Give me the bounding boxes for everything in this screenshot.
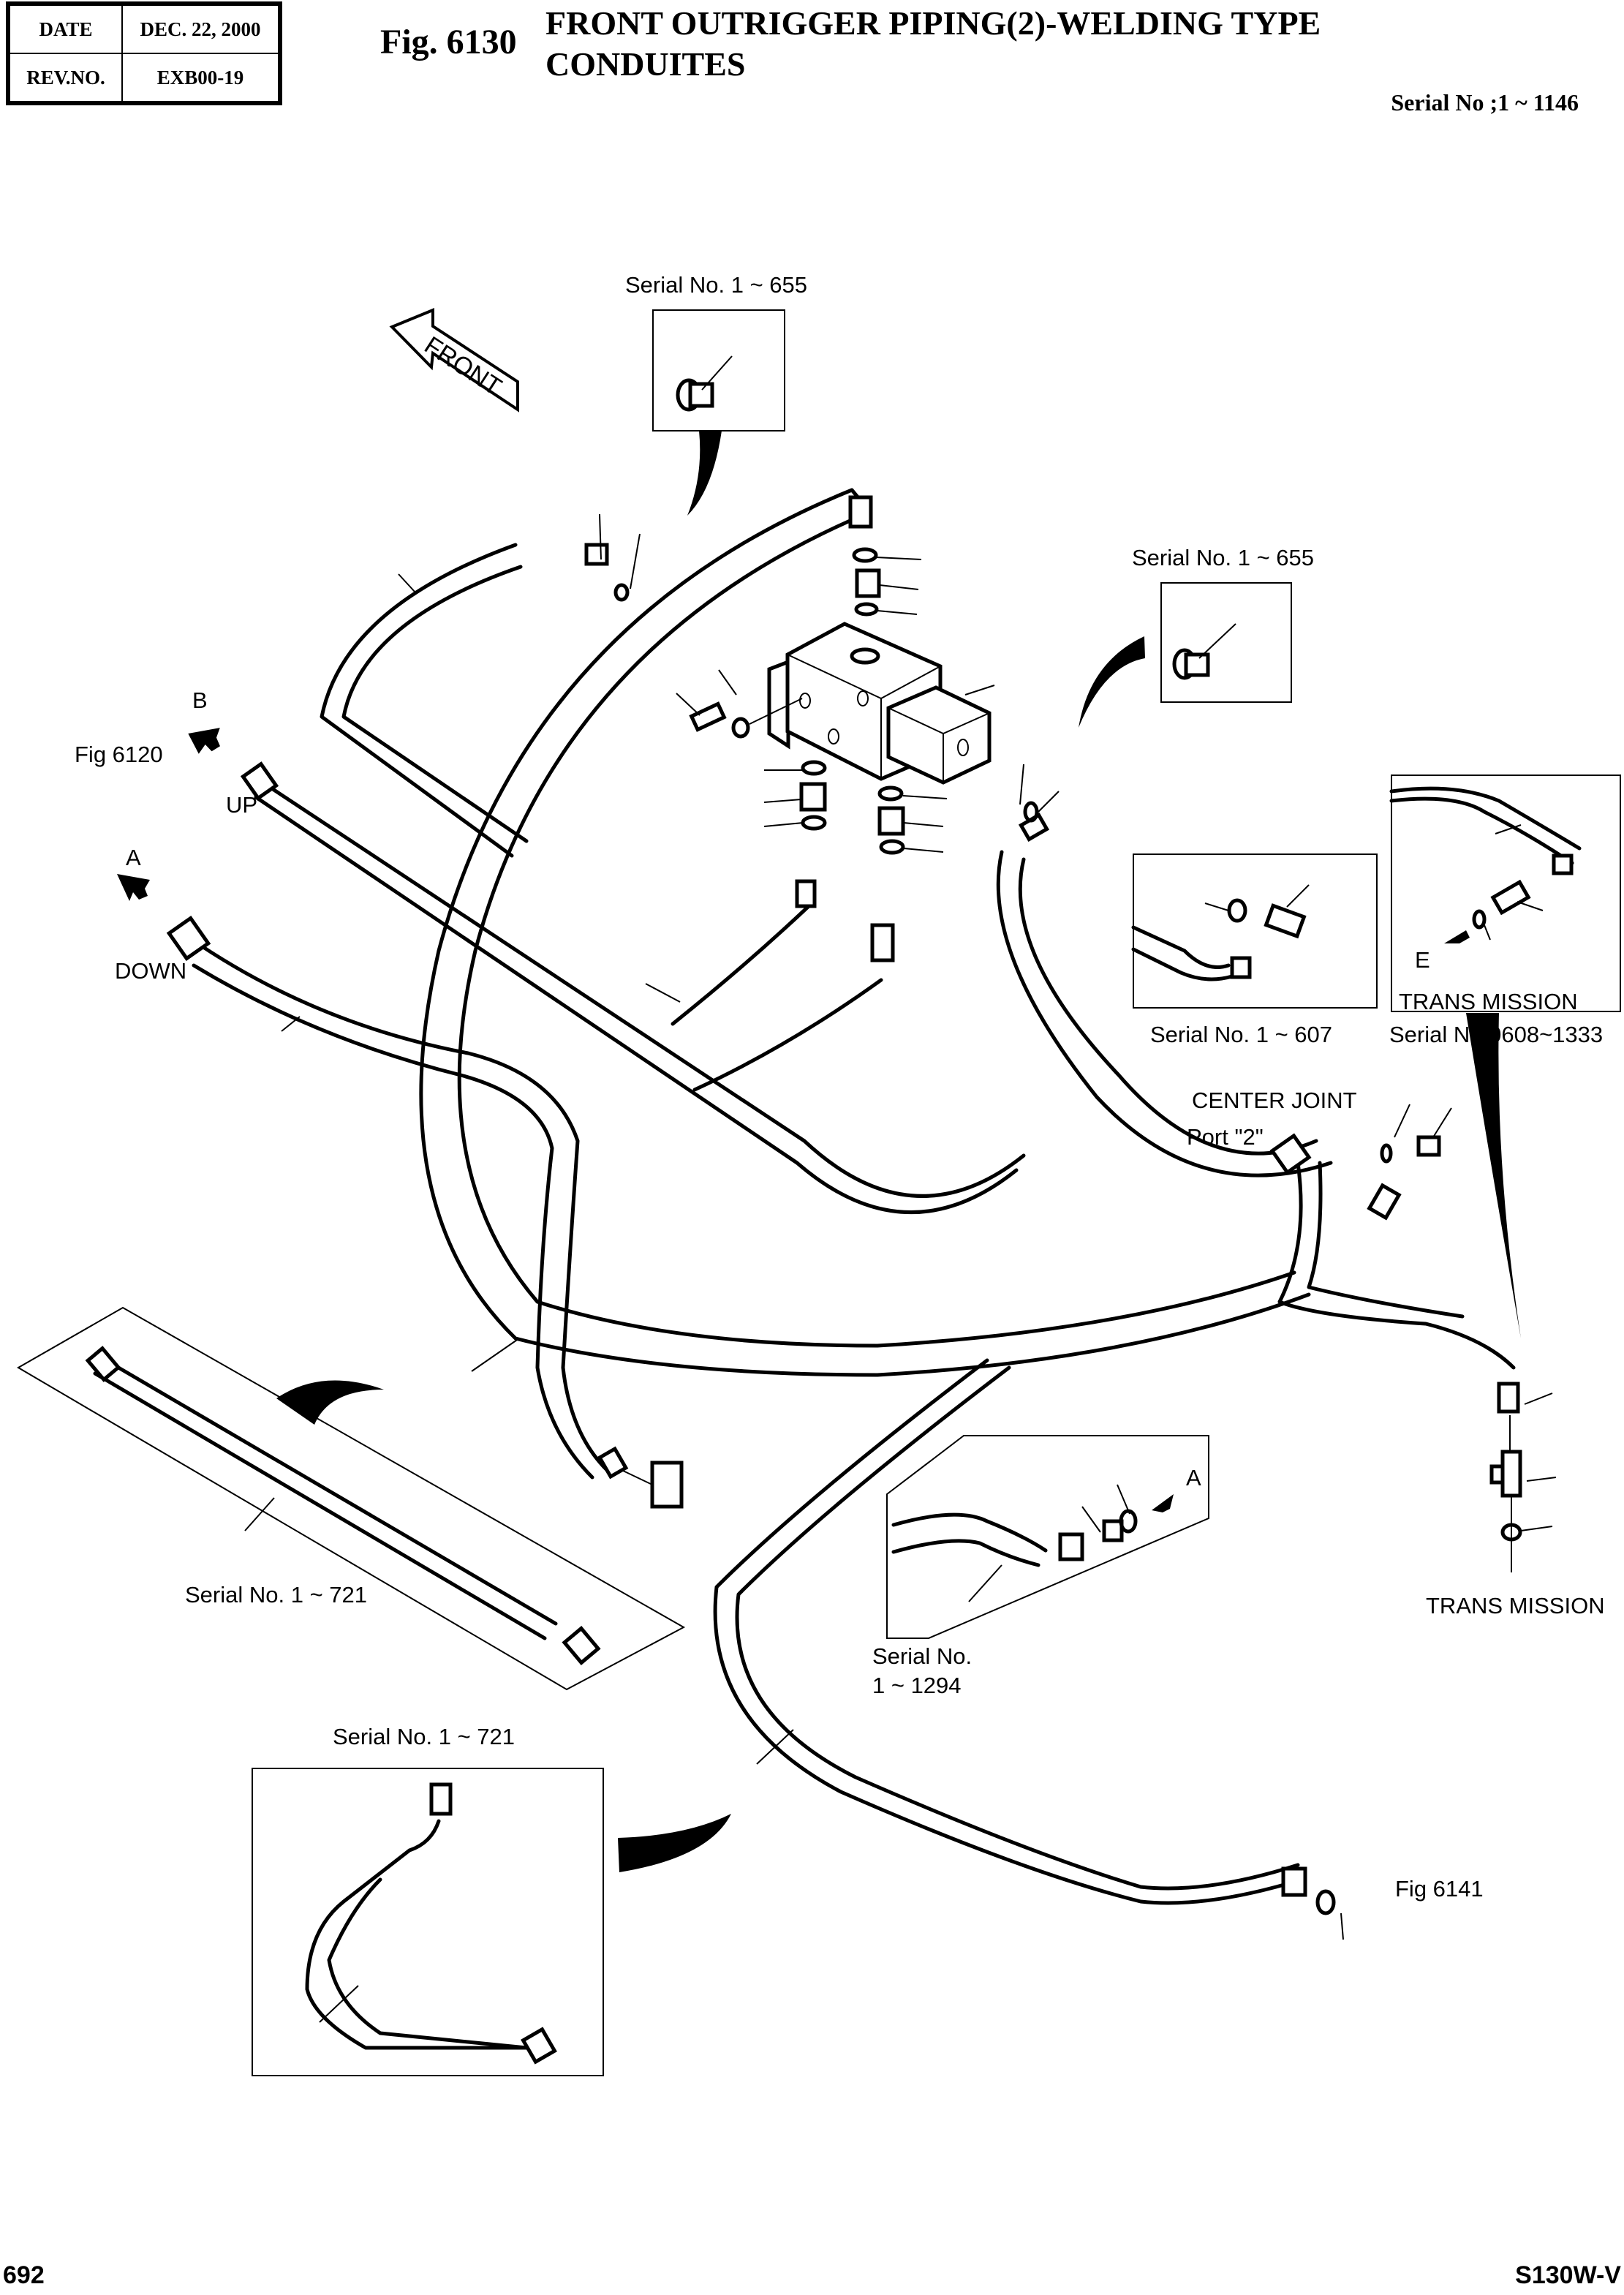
valve-block	[676, 547, 995, 855]
inset-1294-serial-line1: Serial No.	[872, 1643, 972, 1669]
trans-fitting-icon	[1389, 786, 1582, 943]
inset-trans-serial: Serial No.0608~1333	[1389, 1022, 1604, 1047]
arrow-b-label: B	[192, 687, 208, 713]
rev-value: EXB00-19	[121, 53, 281, 104]
inset-bottom-serial: Serial No. 1 ~ 721	[333, 1724, 515, 1749]
inset-right-box	[1160, 582, 1292, 703]
arrow-a-icon	[117, 874, 150, 901]
arrow-a-label: A	[126, 845, 141, 870]
callout-pointer-icon	[1079, 636, 1145, 728]
fig-6120-reference: Fig 6120	[75, 742, 163, 767]
inset-trans-label: TRANS MISSION	[1399, 989, 1578, 1014]
up-label: UP	[226, 792, 258, 818]
inset-607-serial: Serial No. 1 ~ 607	[1150, 1022, 1333, 1047]
callout-pointer-icon	[1466, 1013, 1521, 1338]
date-label: DATE	[7, 3, 123, 54]
hose-fittings	[166, 495, 1557, 1940]
fig-6141-reference: Fig 6141	[1395, 1876, 1484, 1902]
elbow-hose-icon	[891, 1484, 1174, 1602]
revision-table: DATE DEC. 22, 2000 REV.NO. EXB00-19	[6, 1, 282, 105]
inset-1294-box	[886, 1435, 1209, 1639]
arrow-b-icon	[188, 728, 220, 754]
front-arrow-icon: FRONT	[389, 308, 519, 412]
port-2-label: Port "2"	[1187, 1124, 1264, 1150]
figure-title: FRONT OUTRIGGER PIPING(2)-WELDING TYPE C…	[545, 3, 1321, 85]
bent-hose-icon	[305, 1782, 557, 2065]
arrow-a-icon	[1152, 1494, 1174, 1512]
model-code: S130W-V	[1515, 2261, 1621, 2289]
date-value: DEC. 22, 2000	[121, 3, 281, 54]
inset-trans-box	[1391, 775, 1621, 1012]
inset-1294-arrow-a-label: A	[1186, 1465, 1201, 1491]
callout-pointer-icon	[687, 431, 722, 516]
inset-bottom-box	[252, 1768, 604, 2076]
tee-fitting-icon	[1131, 884, 1310, 981]
fitting-icon	[676, 355, 733, 412]
serial-range: Serial No ;1 ~ 1146	[1391, 89, 1579, 116]
inset-top-serial: Serial No. 1 ~ 655	[625, 272, 808, 298]
straight-hose-icon	[85, 1346, 601, 1665]
callout-pointer-icon	[618, 1814, 731, 1872]
figure-title-line1: FRONT OUTRIGGER PIPING(2)-WELDING TYPE	[545, 4, 1321, 42]
inset-right-serial: Serial No. 1 ~ 655	[1132, 545, 1315, 570]
arrow-e-label: E	[1415, 947, 1430, 973]
callout-pointer-icon	[276, 1380, 384, 1425]
center-joint-label: CENTER JOINT	[1192, 1088, 1357, 1113]
figure-number: Fig. 6130	[380, 23, 517, 61]
inset-diag-serial: Serial No. 1 ~ 721	[185, 1582, 368, 1608]
rev-label: REV.NO.	[7, 53, 123, 104]
down-label: DOWN	[115, 958, 187, 984]
inset-1294-serial-line2: 1 ~ 1294	[872, 1673, 962, 1698]
arrow-e-icon	[1444, 930, 1470, 943]
fitting-icon	[1172, 623, 1236, 680]
inset-diag-box	[17, 1306, 686, 1691]
inset-607-box	[1133, 853, 1378, 1009]
page-number: 692	[3, 2261, 45, 2289]
trans-mission-label: TRANS MISSION	[1426, 1593, 1605, 1618]
figure-title-line2: CONDUITES	[545, 45, 746, 83]
